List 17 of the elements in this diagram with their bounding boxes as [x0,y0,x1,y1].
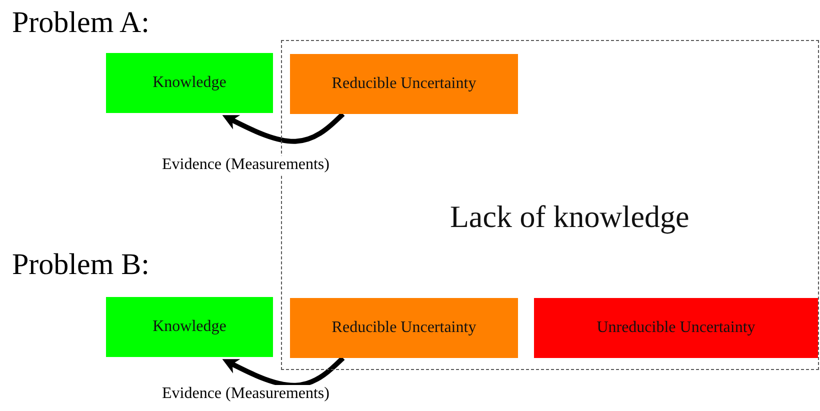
knowledge-box [106,297,273,357]
problem-heading: Problem B: [12,248,150,282]
problem-heading: Problem A: [12,6,150,40]
curved-arrow [222,112,345,144]
box-label: Reducible Uncertainty [332,319,476,337]
knowledge-box [106,53,273,113]
uncertainty-box [290,298,518,358]
edge-label: Evidence (Measurements) [160,156,332,174]
curved-arrow [222,356,345,388]
edge-label: Evidence (Measurements) [160,385,332,403]
uncertainty-box [290,54,518,114]
region-label: Lack of knowledge [450,199,690,235]
uncertainty-box [534,298,818,358]
box-label: Knowledge [152,74,226,92]
box-label: Reducible Uncertainty [332,75,476,93]
box-label: Unreducible Uncertainty [596,319,756,337]
box-label: Knowledge [152,318,226,336]
